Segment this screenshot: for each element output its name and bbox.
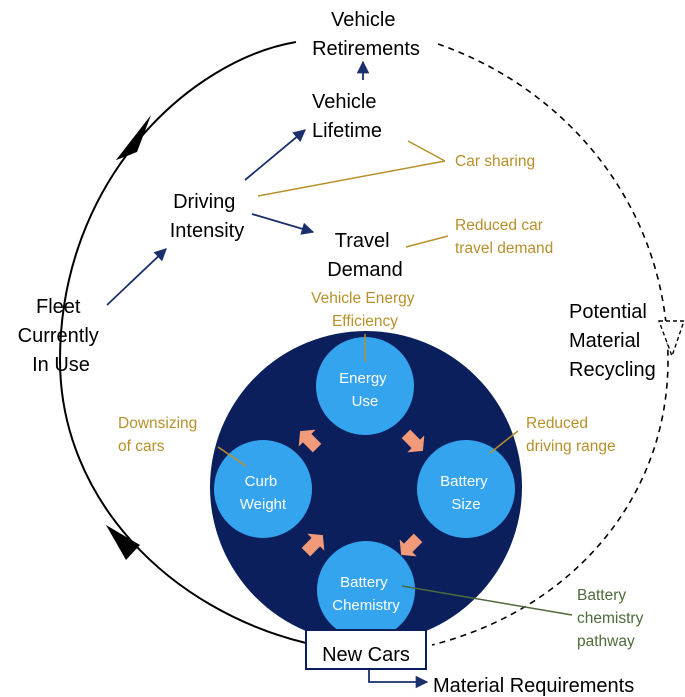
vehicle-design-circle — [210, 331, 522, 643]
vehicle-lifetime-label: Vehicle Lifetime — [312, 91, 382, 142]
feedback-arrow-sw — [301, 533, 325, 557]
node-energy-use — [316, 337, 414, 435]
leader-chemistry-pathway — [401, 585, 573, 616]
node-battery-size — [417, 440, 515, 538]
node-curb-weight-label: Curb Weight — [240, 473, 287, 513]
node-energy-use-label: Energy Use — [339, 370, 391, 410]
cycle-arrowhead-upper-fill — [116, 115, 151, 160]
downsizing-label: Downsizing of cars — [118, 415, 202, 455]
node-battery-chemistry — [317, 541, 415, 639]
arrow-driving-to-travel — [251, 213, 315, 235]
driving-range-label: Reduced driving range — [526, 415, 616, 455]
leader-reduced-travel — [405, 235, 449, 248]
car-sharing-label: Car sharing — [455, 153, 535, 170]
leader-car-sharing-lifetime — [407, 140, 446, 162]
cycle-arrowhead-lower — [106, 525, 140, 560]
energy-efficiency-label: Vehicle Energy Efficiency — [311, 290, 419, 330]
arrow-newcars-to-material — [368, 668, 429, 689]
chemistry-pathway-label: Battery chemistry pathway — [577, 587, 648, 650]
node-curb-weight — [214, 440, 312, 538]
arrow-fleet-to-driving — [106, 248, 167, 306]
vehicle-retirements-label: Vehicle Retirements — [312, 9, 420, 60]
arrow-driving-to-lifetime — [244, 129, 306, 181]
node-battery-size-label: Battery Size — [440, 473, 492, 513]
material-recycling-label: Potential Material Recycling — [569, 301, 656, 381]
reduced-travel-label: Reduced car travel demand — [455, 217, 553, 257]
feedback-arrow-se — [399, 533, 423, 557]
node-battery-chemistry-label: Battery Chemistry — [332, 574, 400, 614]
leader-driving-range — [489, 430, 519, 454]
fleet-in-use-label: Fleet Currently In Use — [18, 296, 105, 376]
driving-intensity-label: Driving Intensity — [170, 191, 244, 242]
travel-demand-label: Travel Demand — [327, 230, 403, 281]
feedback-arrow-ne — [401, 429, 425, 453]
leader-car-sharing-driving — [257, 160, 446, 197]
recycling-dashed-arc — [431, 43, 669, 646]
new-cars-box — [305, 629, 427, 670]
leader-downsizing — [217, 446, 247, 467]
material-requirements-label: Material Requirements — [433, 675, 634, 697]
feedback-arrow-nw — [298, 429, 322, 453]
fleet-cycle-arc — [58, 41, 307, 644]
new-cars-label: New Cars — [322, 644, 410, 666]
recycling-arrowhead — [657, 320, 685, 359]
